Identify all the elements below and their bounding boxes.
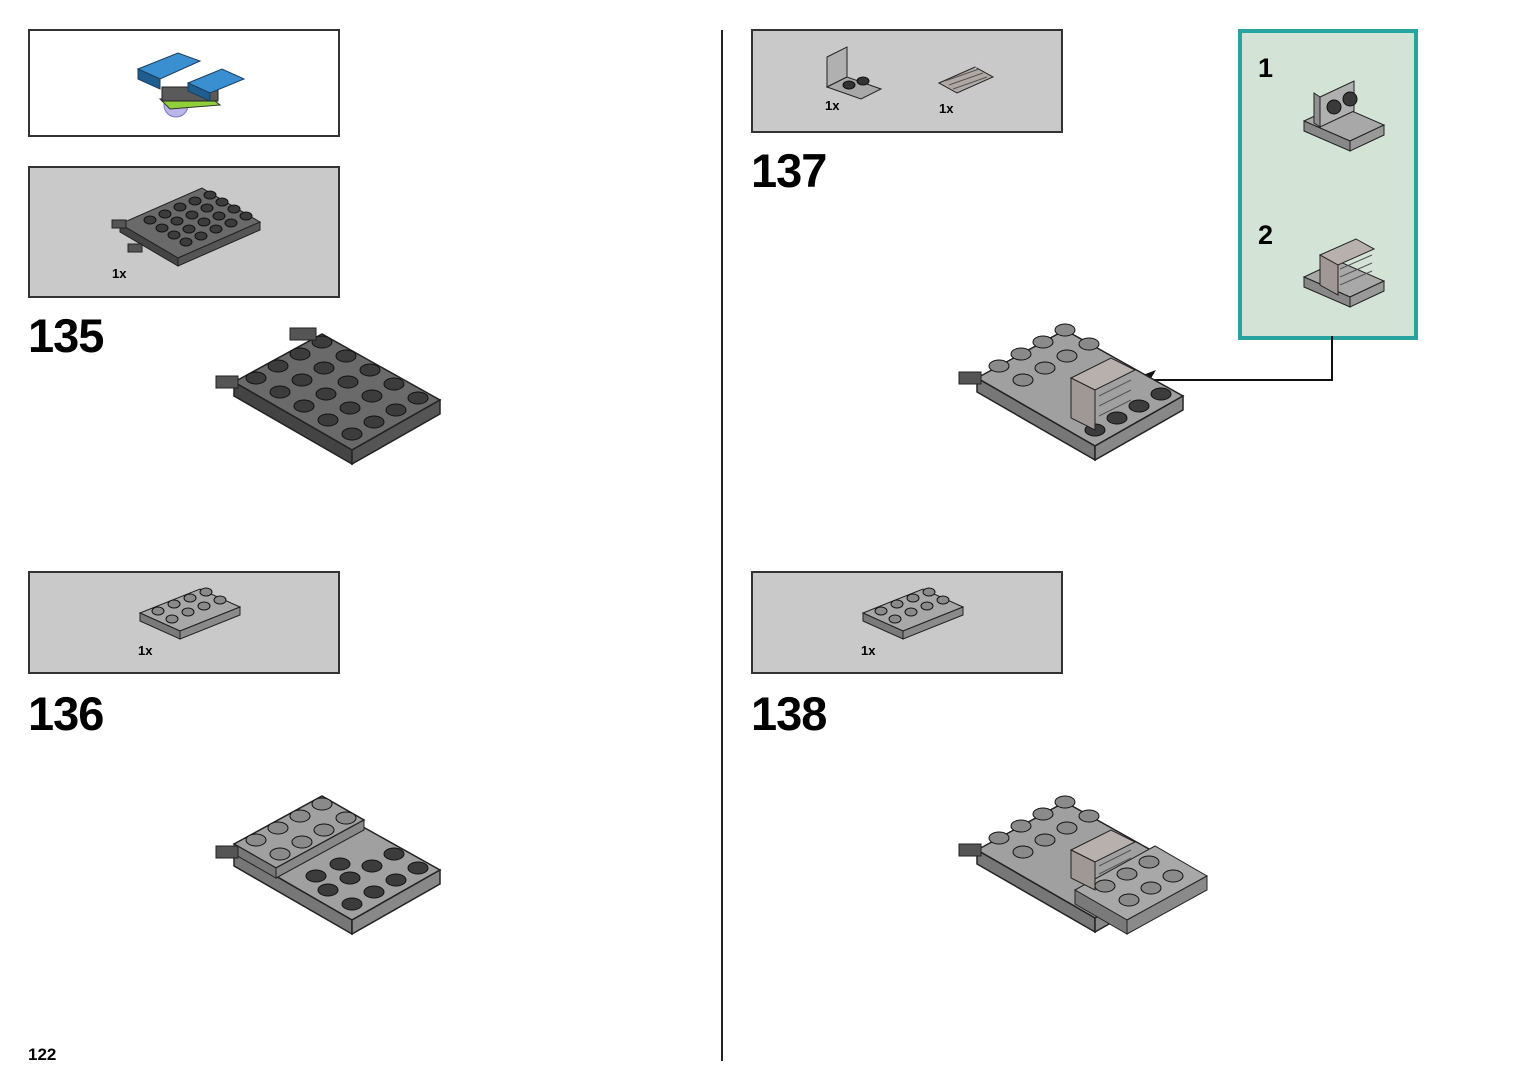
- step-136-parts-box: 1x: [28, 571, 340, 674]
- part-quantity: 1x: [825, 98, 840, 113]
- sub-assembly-panel: 1 2: [1238, 29, 1418, 340]
- part-quantity: 1x: [861, 643, 876, 658]
- page-number: 122: [28, 1045, 57, 1064]
- bracket-plate-icon: [825, 46, 883, 100]
- part-quantity: 1x: [939, 101, 954, 116]
- submodel-preview-image: [136, 52, 246, 118]
- page-divider: [721, 30, 723, 1061]
- substep-2-image: [1302, 238, 1386, 308]
- part-quantity: 1x: [138, 643, 153, 658]
- substep-number: 1: [1258, 53, 1274, 83]
- step-137-parts-box: 1x 1x: [751, 29, 1063, 133]
- plate-2x4-light-icon: [138, 587, 242, 640]
- submodel-preview-box: [28, 29, 340, 137]
- plate-2x4-light-icon: [861, 587, 965, 640]
- plate-4x6-dark-icon: [111, 187, 262, 267]
- substep-number: 2: [1258, 220, 1274, 250]
- step-138-parts-box: 1x: [751, 571, 1063, 674]
- part-quantity: 1x: [112, 266, 127, 281]
- step-135-assembly-image: [215, 327, 442, 466]
- step-137-assembly-image: [958, 323, 1185, 462]
- step-135-parts-box: 1x: [28, 166, 340, 298]
- step-136-assembly-image: [215, 795, 442, 936]
- step-number: 135: [28, 309, 104, 362]
- substep-1-image: [1302, 80, 1386, 152]
- grille-tile-icon: [937, 60, 995, 94]
- step-number: 136: [28, 687, 104, 740]
- step-number: 137: [751, 144, 827, 197]
- step-138-assembly-image: [958, 795, 1209, 935]
- step-number: 138: [751, 687, 827, 740]
